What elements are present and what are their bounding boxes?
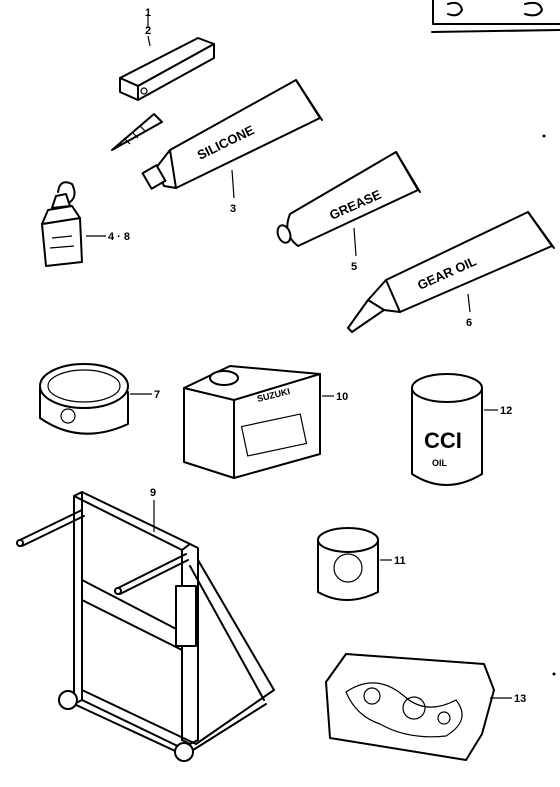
callout-6: 6 — [466, 317, 472, 329]
callout-2: 2 — [145, 25, 151, 37]
callout-5: 5 — [351, 261, 357, 273]
title-box-fragment — [431, 0, 560, 33]
callout-7: 7 — [154, 389, 160, 401]
cci-can-label: CCI — [424, 428, 462, 453]
callout-13: 13 — [514, 693, 526, 705]
oil-tin-drawing: SUZUKI — [183, 365, 334, 479]
grease-tube-drawing: GREASE — [276, 151, 421, 257]
callout-4-8: 4 · 8 — [108, 231, 130, 243]
gear-oil-tube-drawing: GEAR OIL — [347, 211, 555, 333]
callout-3: 3 — [230, 203, 236, 215]
gasket-kit-drawing — [325, 653, 512, 761]
small-tin-drawing — [317, 527, 392, 601]
nozzle-drawing — [111, 113, 163, 151]
stray-mark — [552, 672, 556, 676]
callout-12: 12 — [500, 405, 512, 417]
engine-stand-drawing — [16, 491, 275, 762]
callout-11: 11 — [394, 555, 406, 567]
cci-can-drawing: CCI OIL — [411, 373, 498, 486]
silicone-tube-drawing: SILICONE — [141, 79, 323, 199]
callout-9: 9 — [150, 487, 156, 499]
callout-10: 10 — [336, 391, 348, 403]
grease-can-drawing — [39, 363, 152, 435]
callout-1: 1 — [145, 7, 151, 19]
stray-mark — [542, 134, 546, 138]
cci-can-oil-label: OIL — [432, 458, 448, 468]
sealant-block-drawing — [119, 14, 215, 101]
oil-bottle-drawing — [41, 181, 106, 267]
